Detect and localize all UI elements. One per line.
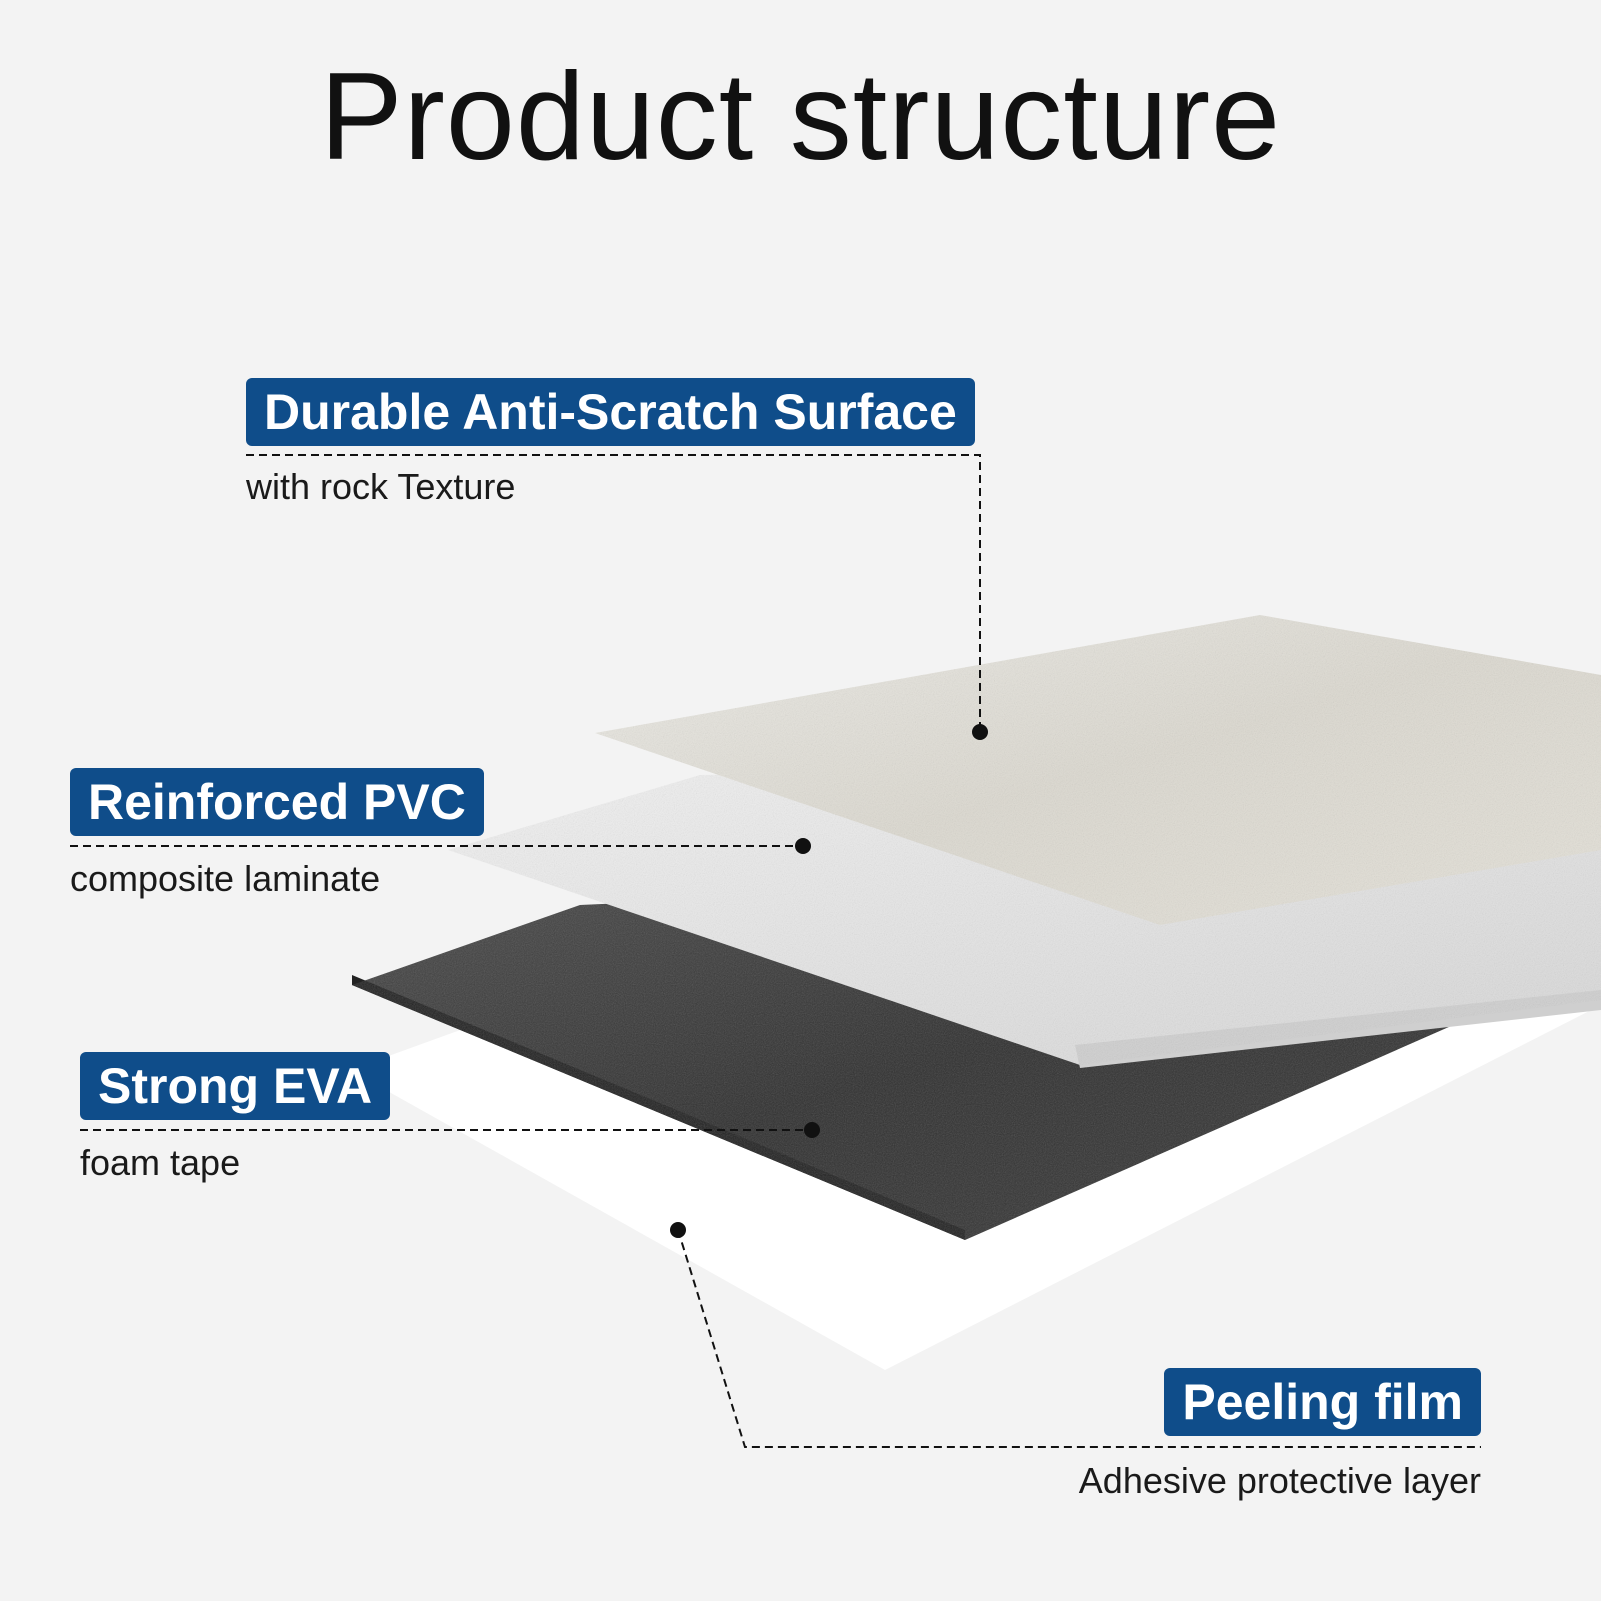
surface-leader-line — [246, 454, 981, 732]
eva-pointer-dot — [804, 1122, 820, 1138]
eva-badge: Strong EVA — [80, 1052, 391, 1120]
film-badge: Peeling film — [1164, 1368, 1481, 1436]
surface-layer-grain — [595, 615, 1601, 925]
eva-description: foam tape — [80, 1142, 241, 1183]
pvc-description: composite laminate — [70, 858, 381, 899]
film-description: Adhesive protective layer — [1078, 1460, 1481, 1501]
pvc-pointer-dot — [795, 838, 811, 854]
surface-description: with rock Texture — [246, 466, 516, 507]
page-title: Product structure — [319, 48, 1282, 186]
surface-pointer-dot — [972, 724, 988, 740]
film-pointer-dot — [670, 1222, 686, 1238]
pvc-badge: Reinforced PVC — [70, 768, 484, 836]
film-leader-line — [677, 1229, 1481, 1448]
surface-badge: Durable Anti-Scratch Surface — [246, 378, 975, 446]
